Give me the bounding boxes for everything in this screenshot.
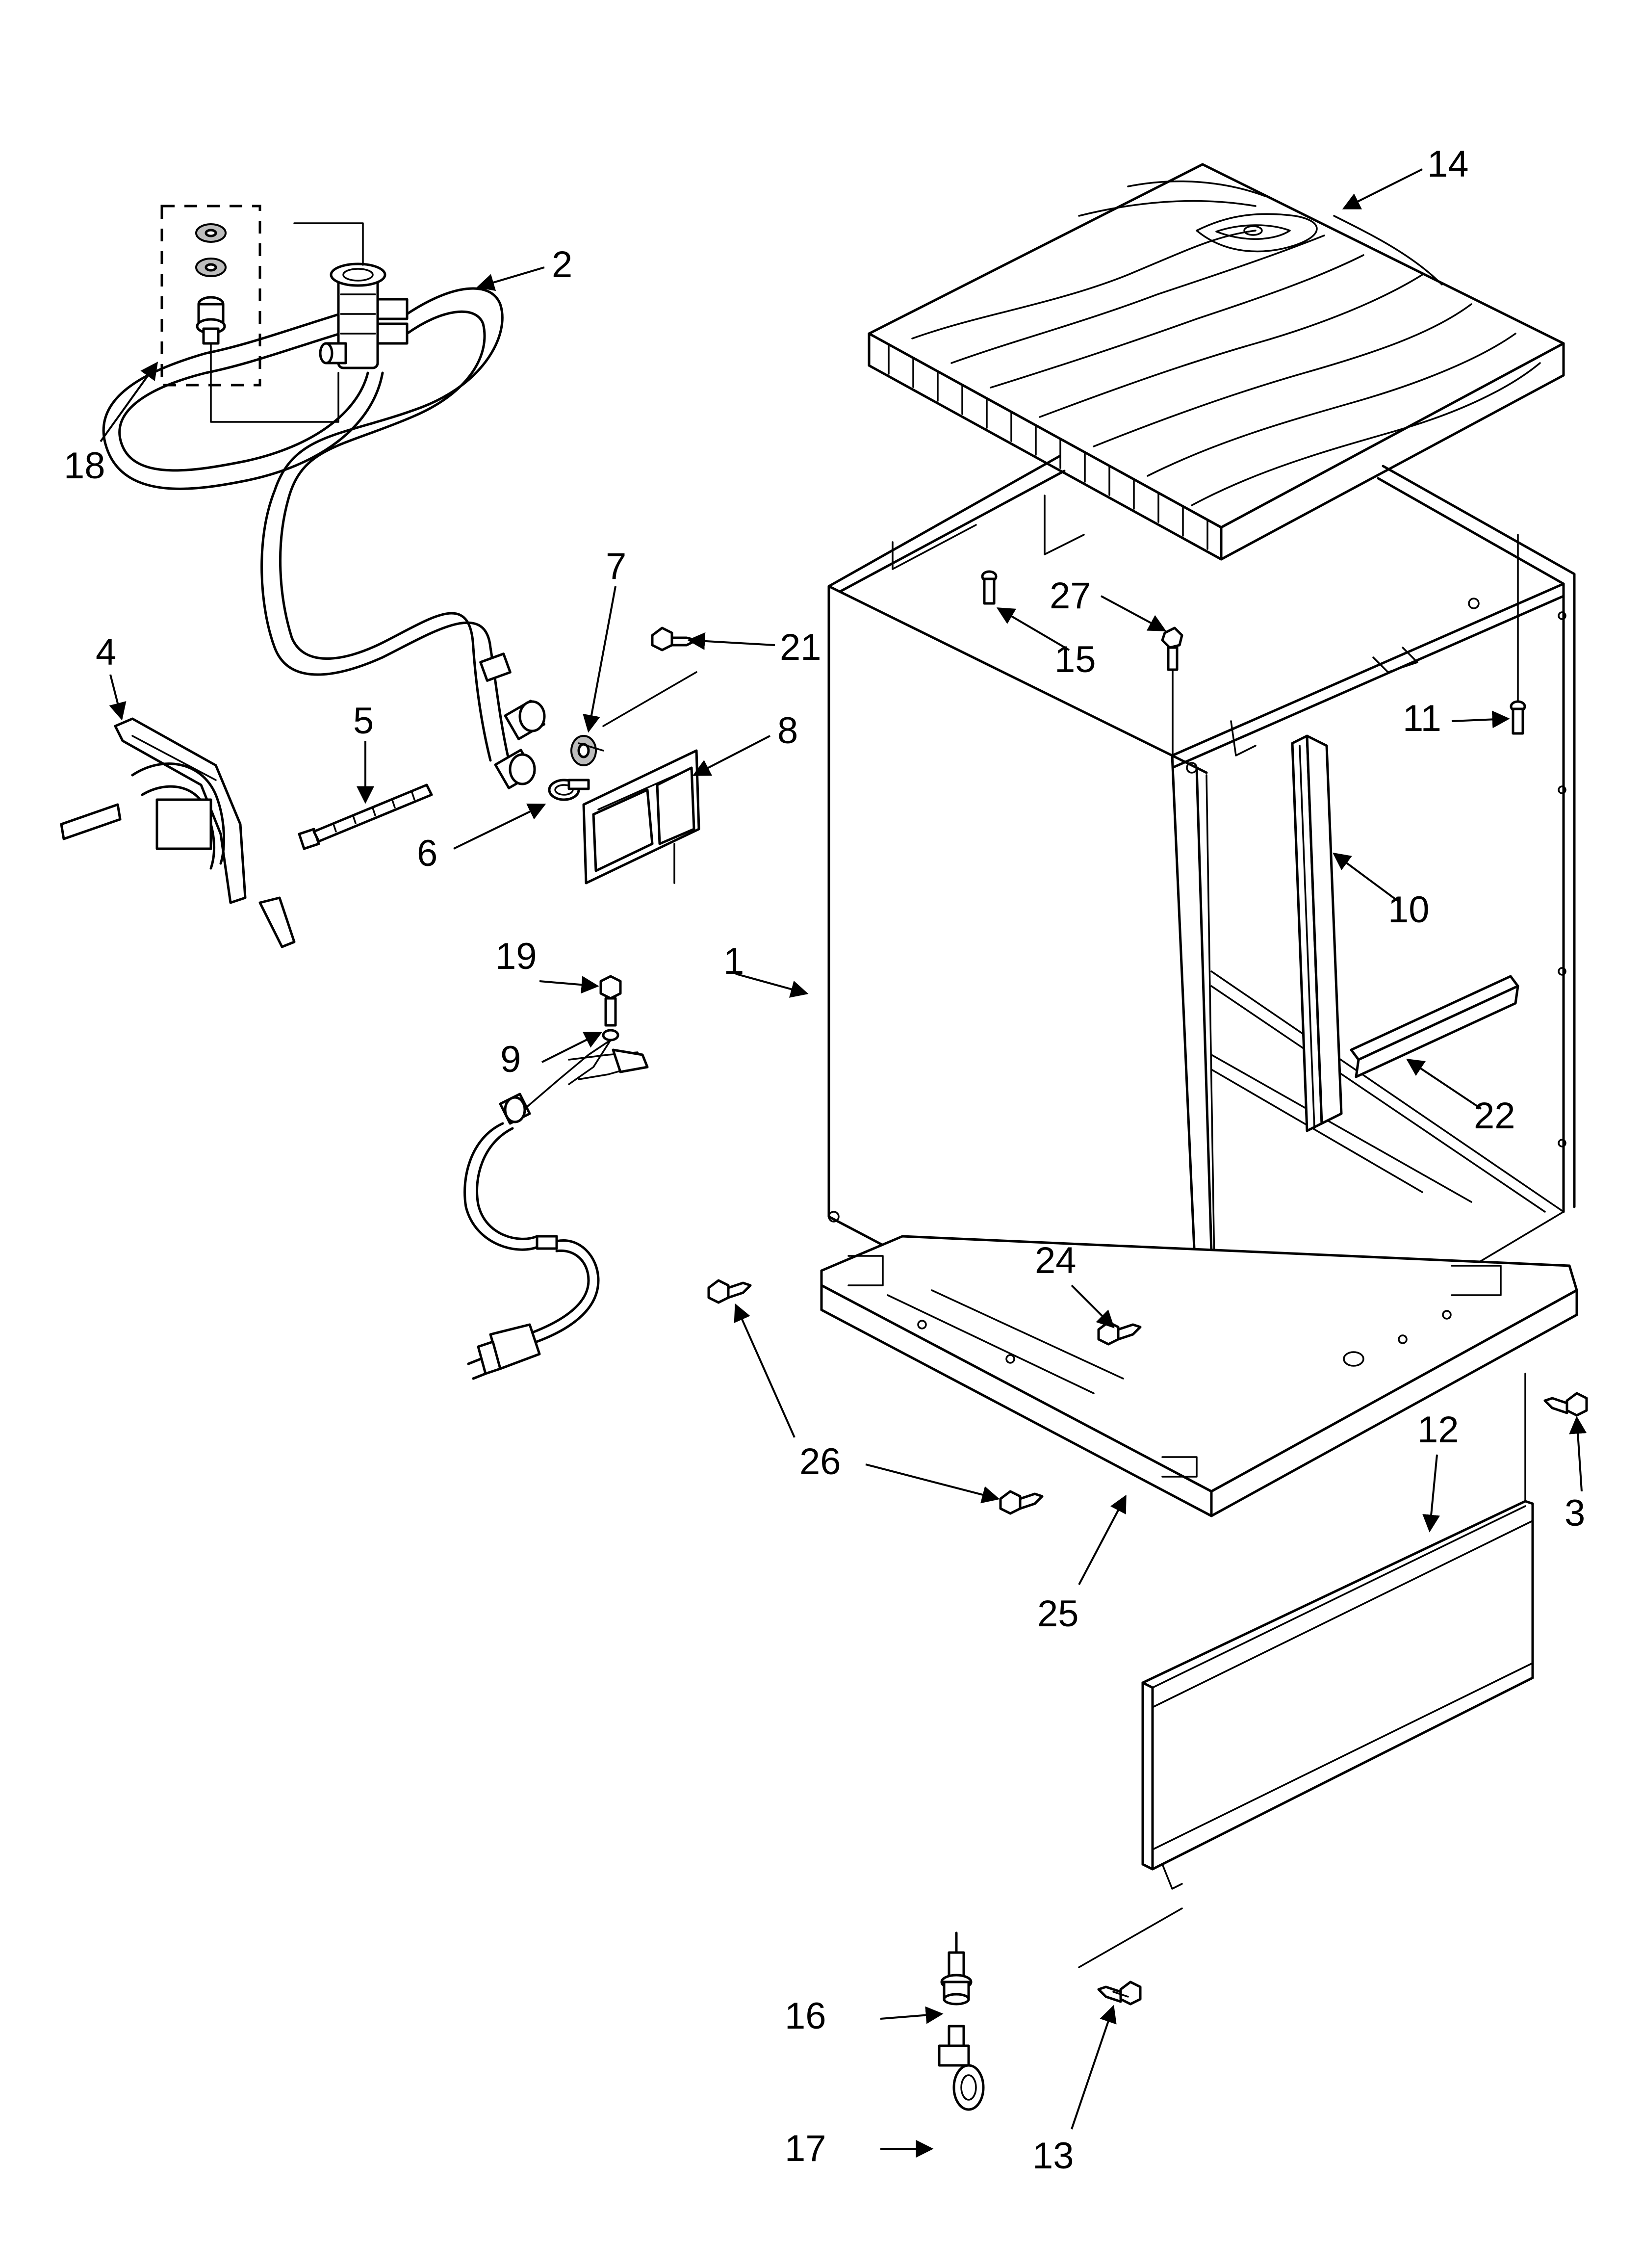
callout-24: 25 bbox=[1037, 1593, 1079, 1635]
screw-3 bbox=[1524, 1373, 1588, 1502]
screw-21 bbox=[651, 626, 698, 652]
callout-9: 9 bbox=[500, 1039, 521, 1080]
vertical-bracket bbox=[1291, 734, 1343, 1132]
callout-6: 6 bbox=[417, 833, 437, 874]
screw-26-left bbox=[707, 1279, 752, 1304]
screw-13 bbox=[1078, 1907, 1183, 2006]
callout-8: 8 bbox=[777, 710, 798, 752]
screw-15 bbox=[981, 570, 998, 605]
gasket-and-clamp bbox=[548, 735, 604, 801]
callout-27: 27 bbox=[1050, 575, 1091, 617]
power-cord bbox=[463, 1029, 649, 1380]
cable-tie bbox=[298, 783, 433, 850]
screw-11 bbox=[1510, 534, 1526, 735]
callout-7: 7 bbox=[606, 546, 626, 587]
callout-21: 21 bbox=[780, 626, 821, 668]
drain-hose-assembly bbox=[102, 222, 546, 789]
callout-13: 13 bbox=[1032, 2135, 1074, 2177]
callout-15: 15 bbox=[1054, 639, 1096, 680]
callout-18: 18 bbox=[64, 445, 105, 487]
callout-26: 26 bbox=[799, 1441, 841, 1483]
callout-14: 14 bbox=[1427, 143, 1469, 185]
callout-10: 10 bbox=[1388, 889, 1430, 931]
toe-kick-panel bbox=[1141, 1500, 1534, 1890]
screw-19 bbox=[599, 975, 622, 1027]
callout-12: 12 bbox=[1417, 1409, 1459, 1451]
callout-11: 11 bbox=[1403, 698, 1441, 739]
callout-17: 17 bbox=[785, 2128, 826, 2169]
base-platform bbox=[820, 1235, 1578, 1517]
callout-25: 24 bbox=[1035, 1240, 1077, 1281]
leader-lines bbox=[100, 168, 1587, 2158]
leveler-and-caster bbox=[938, 1931, 985, 2111]
screw-26-right bbox=[999, 1490, 1044, 1515]
callout-16: 16 bbox=[785, 1995, 826, 2037]
callout-1: 1 bbox=[723, 940, 744, 982]
callout-4: 4 bbox=[96, 631, 116, 673]
callout-3: 3 bbox=[1565, 1492, 1585, 1534]
callout-22: 22 bbox=[1474, 1095, 1515, 1137]
screw-27 bbox=[1161, 626, 1183, 759]
angle-bracket bbox=[1350, 975, 1519, 1078]
hose-bracket-cover bbox=[582, 671, 700, 885]
callout-labels: 2 14 21 7 8 4 5 6 18 1 27 15 11 10 22 19… bbox=[64, 143, 1585, 2177]
callout-5: 5 bbox=[353, 700, 374, 742]
wood-top-panel bbox=[868, 163, 1565, 561]
hinge-bracket bbox=[60, 717, 296, 948]
callout-19: 19 bbox=[495, 936, 537, 977]
callout-2: 2 bbox=[552, 244, 572, 286]
washer-kit bbox=[160, 205, 261, 387]
